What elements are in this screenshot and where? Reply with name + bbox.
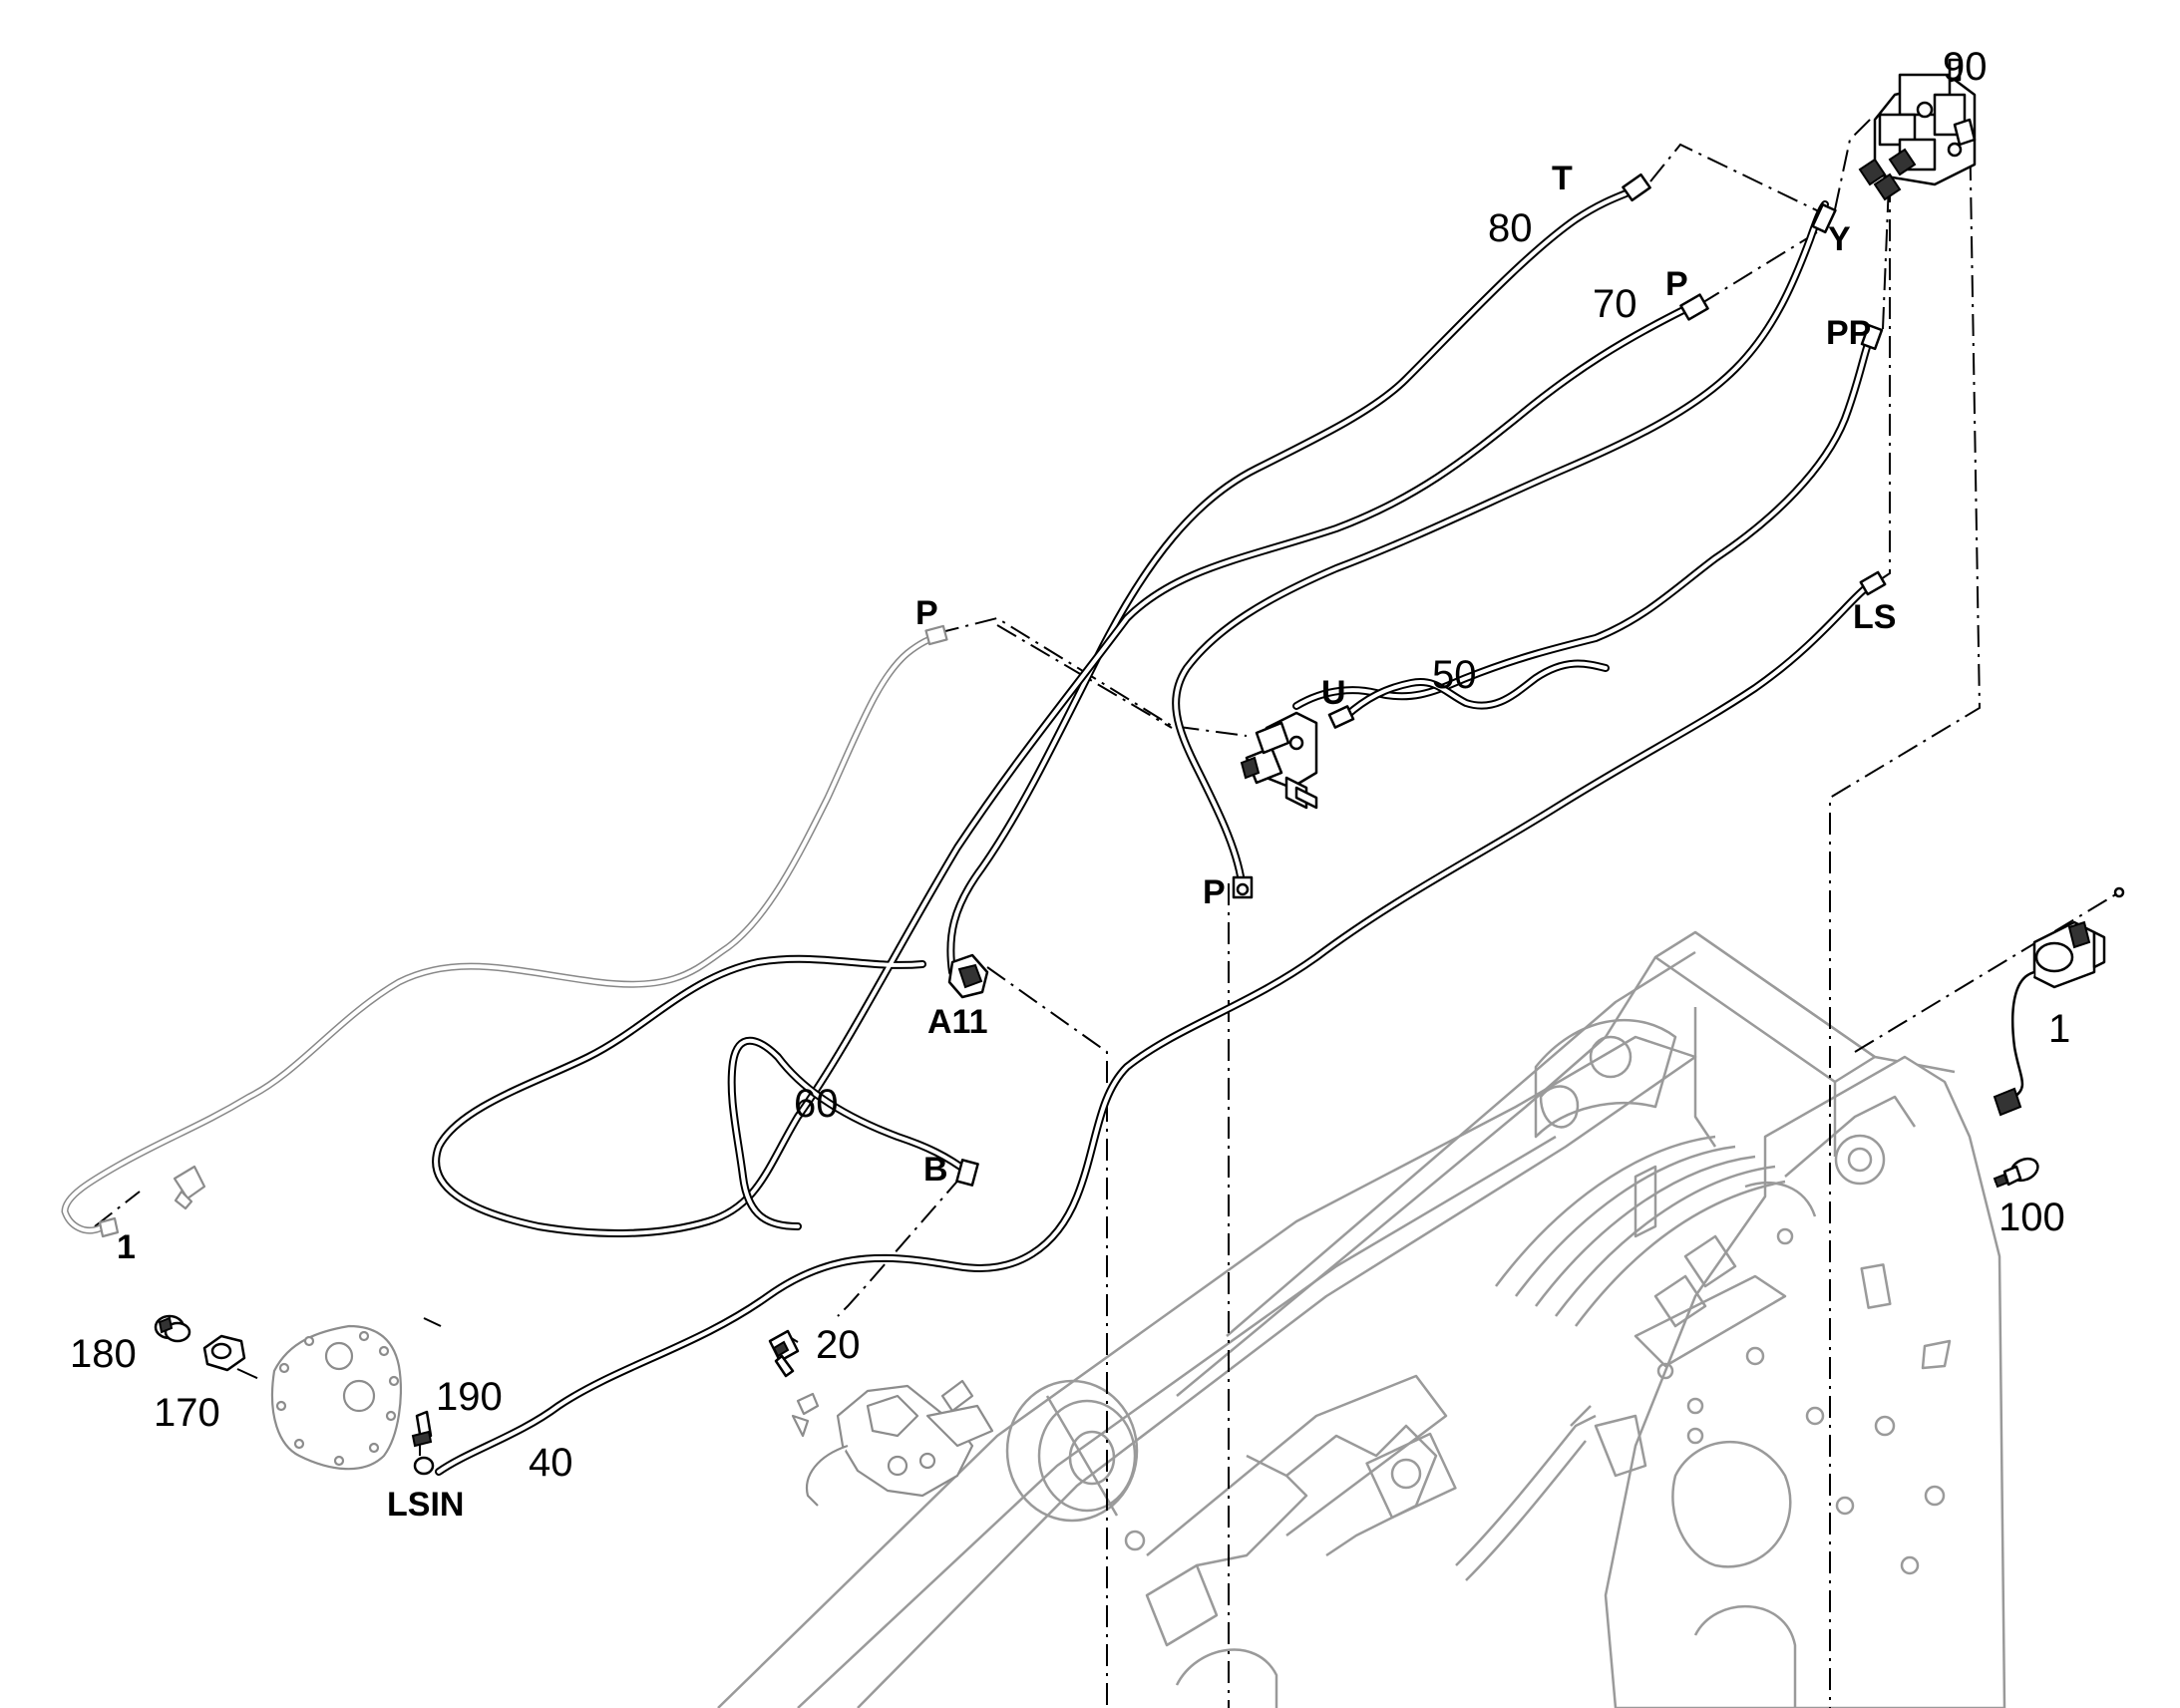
- port-A11: A11: [927, 1003, 988, 1041]
- callout-60: 60: [794, 1082, 839, 1126]
- cover-plate: [270, 1324, 402, 1471]
- hose-1-faint: [61, 632, 941, 1234]
- callout-1-right: 1: [2048, 1007, 2070, 1051]
- fitting-20: [768, 1329, 800, 1378]
- port-P-left: P: [915, 594, 938, 632]
- callout-20: 20: [816, 1323, 861, 1367]
- pump-assembly: [791, 1379, 994, 1507]
- fitting-P-center: [1232, 875, 1254, 899]
- port-LS: LS: [1853, 598, 1896, 636]
- fitting-P-left: [924, 624, 948, 646]
- callout-80: 80: [1488, 206, 1533, 250]
- callout-100: 100: [1998, 1196, 2065, 1239]
- fitting-1-left: [98, 1165, 206, 1238]
- callout-40: 40: [529, 1441, 573, 1485]
- nut-170: [202, 1334, 246, 1372]
- callout-190: 190: [436, 1375, 503, 1419]
- hose-40: [435, 578, 1879, 1476]
- fitting-T: [1622, 172, 1651, 202]
- plug-180: [154, 1314, 191, 1343]
- port-LSIN: LSIN: [387, 1486, 464, 1524]
- hose-80: [946, 183, 1644, 976]
- hose-70: [432, 305, 1689, 1237]
- adapter-190: [411, 1410, 435, 1476]
- control-valve-90: [1858, 58, 1977, 201]
- machine-frame: [717, 930, 2006, 1708]
- port-P-top: P: [1665, 265, 1688, 303]
- hose-Y: [1172, 200, 1829, 886]
- port-Y: Y: [1828, 220, 1851, 258]
- bolt-100: [1993, 1157, 2039, 1189]
- fitting-P-top: [1679, 293, 1709, 321]
- callout-90: 90: [1943, 45, 1988, 89]
- hose-50: [1342, 659, 1610, 720]
- callout-1-left: 1: [117, 1228, 136, 1266]
- fitting-PP: [1860, 323, 1884, 351]
- port-P-center: P: [1203, 873, 1226, 911]
- port-PP: PP: [1826, 314, 1871, 352]
- port-labels: T Y P PP LS P U P A11 B LSIN: [387, 160, 1896, 1524]
- callout-50: 50: [1432, 653, 1477, 697]
- valve-block-center: [1240, 711, 1318, 810]
- fitting-Y: [1811, 202, 1837, 234]
- fitting-B: [955, 1159, 979, 1187]
- port-U: U: [1321, 674, 1346, 712]
- callout-labels: 90 80 70 50 60 40 20 1 100 180 170 190 1: [70, 45, 2070, 1485]
- fitting-U: [1327, 705, 1355, 729]
- port-B: B: [923, 1151, 948, 1189]
- hose-60: [727, 1036, 971, 1230]
- callout-180: 180: [70, 1332, 137, 1376]
- port-T: T: [1552, 160, 1573, 197]
- callout-70: 70: [1593, 282, 1637, 326]
- callout-170: 170: [154, 1391, 220, 1435]
- fitting-A11: [947, 953, 989, 999]
- fitting-LS: [1859, 570, 1887, 596]
- sensor-1-right: [1993, 886, 2125, 1117]
